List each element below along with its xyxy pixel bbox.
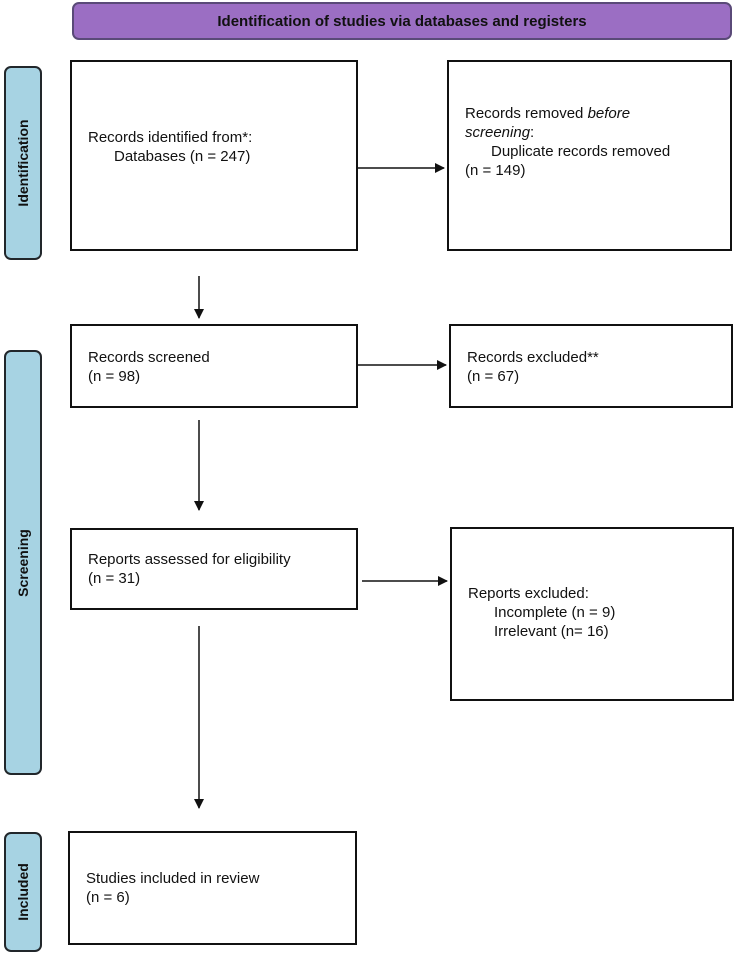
records-identified-databases: Databases (n = 247) (114, 148, 251, 165)
studies-included-box: Studies included in review (n = 6) (68, 831, 357, 945)
records-excluded-box: Records excluded** (n = 67) (449, 324, 733, 408)
reports-excluded-title: Reports excluded: (468, 585, 589, 602)
records-removed-subtitle: screening: (465, 124, 535, 141)
reports-excluded-incomplete: Incomplete (n = 9) (494, 604, 616, 621)
phase-identification: Identification (4, 66, 42, 260)
header-banner: Identification of studies via databases … (72, 2, 732, 40)
records-removed-title: Records removed before (465, 105, 631, 122)
records-screened-count: (n = 98) (88, 368, 141, 385)
records-identified-title: Records identified from*: (88, 129, 253, 146)
duplicate-records-label: Duplicate records removed (491, 143, 671, 160)
reports-assessed-title: Reports assessed for eligibility (88, 551, 291, 568)
records-excluded-title: Records excluded** (467, 349, 599, 366)
duplicate-records-count: (n = 149) (465, 162, 526, 179)
records-identified-box: Records identified from*: Databases (n =… (70, 60, 358, 251)
phase-screening: Screening (4, 350, 42, 775)
studies-included-title: Studies included in review (86, 870, 260, 887)
reports-assessed-box: Reports assessed for eligibility (n = 31… (70, 528, 358, 610)
reports-excluded-irrelevant: Irrelevant (n= 16) (494, 623, 609, 640)
reports-assessed-count: (n = 31) (88, 570, 141, 587)
records-removed-box: Records removed before screening: Duplic… (447, 60, 732, 251)
reports-excluded-box: Reports excluded: Incomplete (n = 9) Irr… (450, 527, 734, 701)
header-title: Identification of studies via databases … (217, 12, 587, 30)
phase-included: Included (4, 832, 42, 952)
records-excluded-count: (n = 67) (467, 368, 520, 385)
studies-included-count: (n = 6) (86, 889, 130, 906)
records-screened-title: Records screened (88, 349, 210, 366)
records-screened-box: Records screened (n = 98) (70, 324, 358, 408)
